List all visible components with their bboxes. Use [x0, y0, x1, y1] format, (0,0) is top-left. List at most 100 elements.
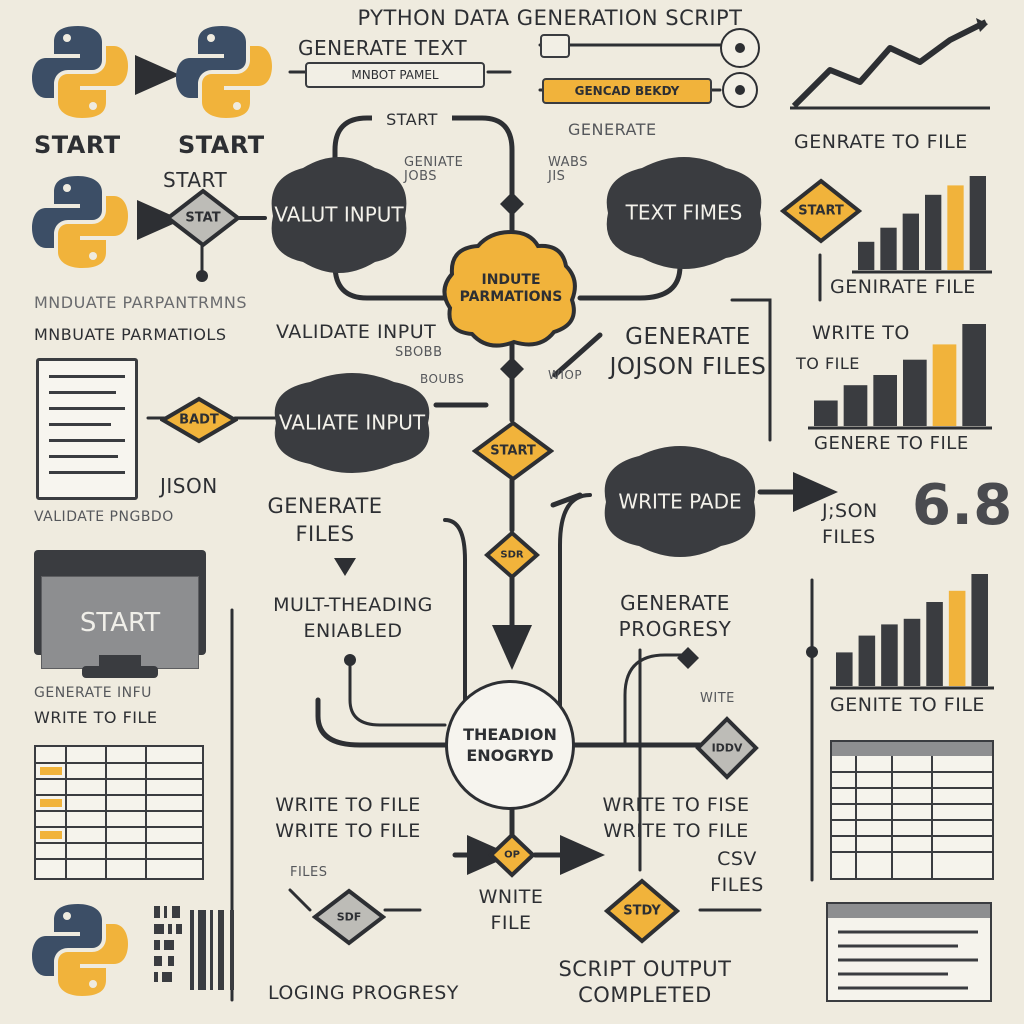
start-label: START: [163, 168, 228, 192]
barcode-icon: [150, 900, 260, 1000]
write-pade-label: WRITE PADE: [618, 489, 742, 514]
text-files-node: TEXT FIMES: [600, 150, 768, 276]
multi-threading-label: MULT-THEADING ENIABLED: [273, 594, 433, 642]
iddv-decision-node: IDDV: [695, 716, 759, 780]
files-small-label: FILES: [290, 865, 328, 880]
chart-bar: [858, 241, 875, 270]
python-logo-icon: [30, 172, 130, 272]
validate-input-label: VALIDATE INPUT: [276, 321, 437, 343]
chart-bar: [971, 574, 988, 686]
or-decision-label: OP: [504, 849, 520, 861]
bar-chart-d: [830, 574, 994, 690]
chart-bar: [843, 385, 868, 426]
valiate-input-node: VALIATE INPUT: [268, 368, 436, 478]
start-bar-label: START: [372, 110, 452, 129]
logging-progress-label: LOGING PROGRESY: [268, 982, 459, 1004]
center-parameters-node: INDUTE PARMATIONS: [440, 228, 582, 350]
gate-decision-node: SDF: [312, 888, 386, 946]
write-file-label: WNITE FILE: [478, 886, 544, 934]
json-label: JISON: [160, 474, 218, 498]
center-parameters-label: INDUTE PARMATIONS: [459, 272, 563, 305]
chart-bar: [880, 227, 897, 270]
to-file-label: TO FILE: [796, 354, 860, 373]
chart-caption: GENITE TO FILE: [830, 694, 985, 716]
chart-bar: [836, 652, 853, 686]
wite-tag-label: WITE: [700, 691, 735, 706]
start-decision-node: START: [472, 420, 554, 482]
start-decision-node: START: [780, 178, 862, 244]
chart-bar: [932, 344, 957, 426]
small-gate-node: [676, 646, 700, 670]
python-logo-icon: [174, 22, 274, 122]
generate-text-label: GENERATE TEXT: [298, 36, 468, 60]
threading-engine-label: THEADION ENOGRYD: [463, 725, 557, 765]
bar-chart-b: [852, 176, 992, 274]
chart-bar: [814, 400, 838, 426]
chart-caption: GENERE TO FILE: [814, 433, 969, 454]
tag-label: WIOP: [548, 368, 583, 382]
python-logo-icon: [30, 900, 130, 1000]
chart-caption: GENIRATE FILE: [830, 276, 976, 298]
iddv-decision-label: IDDV: [711, 741, 743, 755]
monitor-icon: START: [34, 550, 206, 678]
small-tag-label: SBOBB: [395, 345, 443, 360]
spreadsheet-icon: [34, 745, 204, 880]
chart-bar: [873, 375, 897, 426]
input-panel-pill: MNBOT PAMEL: [305, 62, 485, 88]
write-to-file-right-label: WRITE TO FISE WRITE TO FILE: [602, 794, 750, 842]
tag-label: BOUBS: [420, 372, 465, 386]
chart-bar: [903, 618, 921, 686]
faded-label: MNDUATE PARPANTRMNS: [34, 293, 248, 312]
connector-dot: [344, 654, 356, 666]
chart-bar: [902, 213, 919, 270]
log-panel-icon: [826, 902, 992, 1002]
chart-caption: GENRATE TO FILE: [794, 131, 968, 153]
script-output-completed-label: SCRIPT OUTPUT COMPLETED: [558, 957, 732, 1007]
valut-input-label: VALUT INPUT: [274, 202, 404, 227]
small-gate-node: [498, 355, 526, 383]
write-pade-node: WRITE PADE: [598, 440, 762, 564]
gen-right-label: WABS JIS: [548, 155, 588, 184]
generate-small-label: GENERATE: [568, 120, 657, 139]
start-decision-label: START: [490, 443, 536, 459]
start-decision-label: START: [798, 203, 844, 219]
monitor-text: START: [79, 607, 161, 638]
monitor-caption: GENERATE INFU: [34, 685, 152, 701]
write-to-file-left-label: WRITE TO FILE WRITE TO FILE: [275, 794, 421, 842]
small-decision-node: SDR: [484, 530, 540, 580]
line-chart-icon: [790, 18, 990, 110]
gate-decision-label: SDF: [336, 910, 362, 924]
text-files-label: TEXT FIMES: [625, 200, 743, 225]
small-pill: [540, 34, 570, 58]
chart-bar: [903, 359, 927, 426]
generate-files-label: GENERATE FILES: [267, 494, 383, 546]
stdy-decision-node: STDY: [604, 878, 680, 944]
chart-bar: [858, 635, 876, 686]
small-decision-node: BADT: [160, 396, 238, 444]
validate-label: VALIDATE PNGBDO: [34, 509, 174, 525]
document-icon: [36, 358, 138, 500]
spreadsheet-icon: [830, 740, 994, 880]
small-decision-label: SDR: [500, 549, 524, 561]
chart-bar: [962, 324, 986, 426]
bar-chart-c: [808, 324, 992, 430]
threading-engine-node: THEADION ENOGRYD: [445, 680, 575, 810]
small-gate-node: [498, 190, 526, 218]
chart-bar: [947, 185, 964, 270]
connector-dot: [196, 270, 208, 282]
chart-bar: [969, 176, 986, 270]
write-to-label: WRITE TO: [812, 322, 910, 344]
stdy-decision-label: STDY: [623, 903, 661, 919]
json-files-label: J;SON FILES: [822, 500, 878, 548]
start-label: START: [34, 131, 121, 159]
start-decision-label: STAT: [185, 210, 221, 226]
knob-icon: [722, 72, 758, 108]
small-decision-label: BADT: [179, 412, 219, 428]
python-logo-icon: [30, 22, 130, 122]
start-label: START: [178, 131, 265, 159]
knob-icon: [720, 28, 760, 68]
digits-label: 6.8: [912, 473, 1013, 538]
chart-bar: [948, 590, 966, 686]
csv-files-label: CSV FILES: [710, 848, 764, 896]
